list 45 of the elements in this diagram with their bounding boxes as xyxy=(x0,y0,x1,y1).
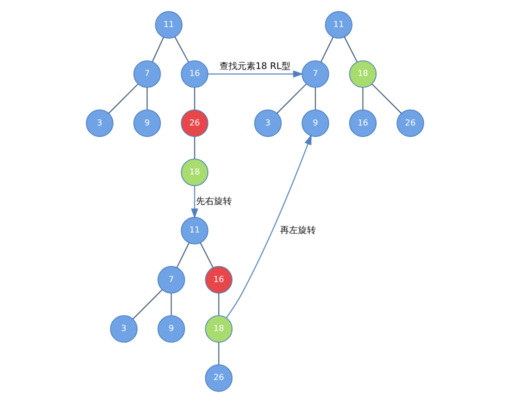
connector xyxy=(176,242,189,268)
connector xyxy=(320,36,334,62)
node-circle: 7 xyxy=(132,60,160,88)
connector xyxy=(132,289,162,320)
connector xyxy=(276,84,306,114)
node-circle: 9 xyxy=(301,109,329,137)
node-circle: 3 xyxy=(85,109,113,137)
node-circle: 26 xyxy=(396,109,424,137)
connector xyxy=(170,292,172,316)
node-circle: 18 xyxy=(348,60,376,88)
node-circle: 11 xyxy=(324,11,352,39)
node-circle: 7 xyxy=(157,266,185,294)
connector xyxy=(362,87,363,110)
connector xyxy=(174,36,189,63)
edge-label: 再左旋转 xyxy=(279,224,316,236)
connector xyxy=(218,342,219,365)
node-circle: 3 xyxy=(254,109,282,137)
edge-label: 查找元素18 RL型 xyxy=(218,60,290,72)
arrow xyxy=(225,134,312,318)
arrow xyxy=(190,185,198,219)
node-circle: 16 xyxy=(348,109,376,137)
node-circle: 18 xyxy=(204,315,232,343)
connector xyxy=(199,242,213,268)
node-circle: 18 xyxy=(180,158,208,186)
node-circle: 11 xyxy=(180,216,208,244)
connector xyxy=(151,36,164,62)
node-circle: 26 xyxy=(180,109,208,137)
node-circle: 3 xyxy=(110,315,138,343)
edge-label: 先右旋转 xyxy=(195,196,232,207)
connector xyxy=(146,87,148,110)
node-circle: 16 xyxy=(180,60,208,88)
node-circle: 9 xyxy=(132,109,160,137)
node-circle: 16 xyxy=(204,266,232,294)
node-circle: 26 xyxy=(204,364,232,392)
connector xyxy=(194,87,195,110)
connector xyxy=(343,36,358,62)
connector xyxy=(108,84,138,114)
arrow xyxy=(207,70,303,78)
node-circle: 9 xyxy=(157,315,185,343)
connector xyxy=(218,292,219,316)
connector xyxy=(314,87,316,110)
connector xyxy=(194,136,195,160)
connector xyxy=(371,84,402,114)
node-circle: 11 xyxy=(154,11,182,39)
node-circle: 7 xyxy=(301,60,329,88)
